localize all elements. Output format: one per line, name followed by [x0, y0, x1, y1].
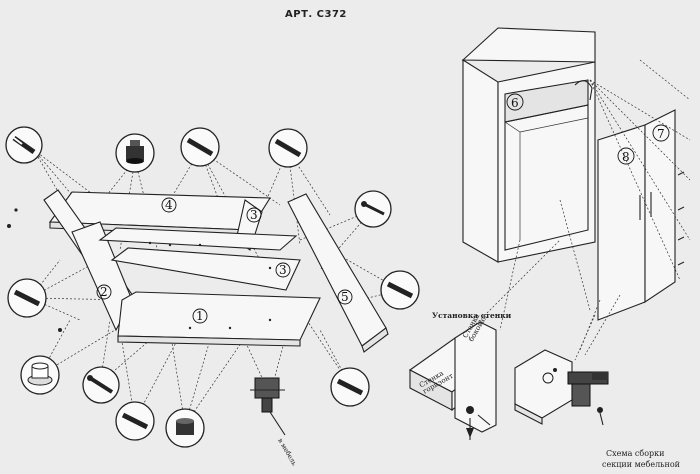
- cam-lock-icon: [165, 408, 205, 448]
- shelf-back-strip: [98, 227, 298, 251]
- screw-icon: [354, 190, 392, 228]
- wall-mount-caption: Установка стенки: [432, 311, 512, 320]
- part-number-3a: 3: [250, 208, 258, 222]
- shelf-panel-lower: [110, 247, 301, 291]
- corner-bracket: в мебель: [250, 377, 298, 467]
- hinge-caption-line2: секции мебельной: [602, 460, 680, 469]
- hinge-icon: [514, 349, 609, 426]
- bottom-rotated-caption: в мебель: [276, 437, 298, 467]
- part-number-7: 7: [657, 127, 665, 141]
- part-number-1: 1: [196, 309, 204, 323]
- part-number-6: 6: [511, 96, 519, 110]
- dowel-icon: [180, 127, 220, 167]
- cam-lock-icon: [115, 133, 155, 173]
- article-title: АРТ. С372: [285, 9, 347, 20]
- carcass-exploded: [7, 189, 389, 353]
- dowel-icon: [330, 367, 370, 407]
- part-number-8: 8: [622, 150, 630, 164]
- dowel-icon: [7, 278, 47, 318]
- part-number-5: 5: [341, 290, 349, 304]
- dowel-icon: [268, 128, 308, 168]
- part-numbers-left: 4 3 3 2 1 5: [96, 197, 353, 324]
- dowel-icon: [380, 270, 420, 310]
- hinge-caption-line1: Схема сборки: [606, 449, 665, 458]
- leg-foot-icon: [20, 355, 60, 395]
- confirmat-icon: [82, 366, 120, 404]
- bottom-panel: [117, 291, 321, 341]
- hardware-callouts: [5, 126, 420, 448]
- part-number-2: 2: [100, 285, 108, 299]
- dowel-icon: [115, 401, 155, 441]
- door-right: [644, 109, 676, 304]
- part-number-3b: 3: [279, 263, 287, 277]
- cabinet-assembled: 6 7 8: [461, 27, 691, 361]
- side-wall-block: [454, 321, 497, 433]
- wall-mount-detail: [408, 321, 497, 440]
- part-number-4: 4: [165, 198, 173, 212]
- dowel-icon: [5, 126, 43, 164]
